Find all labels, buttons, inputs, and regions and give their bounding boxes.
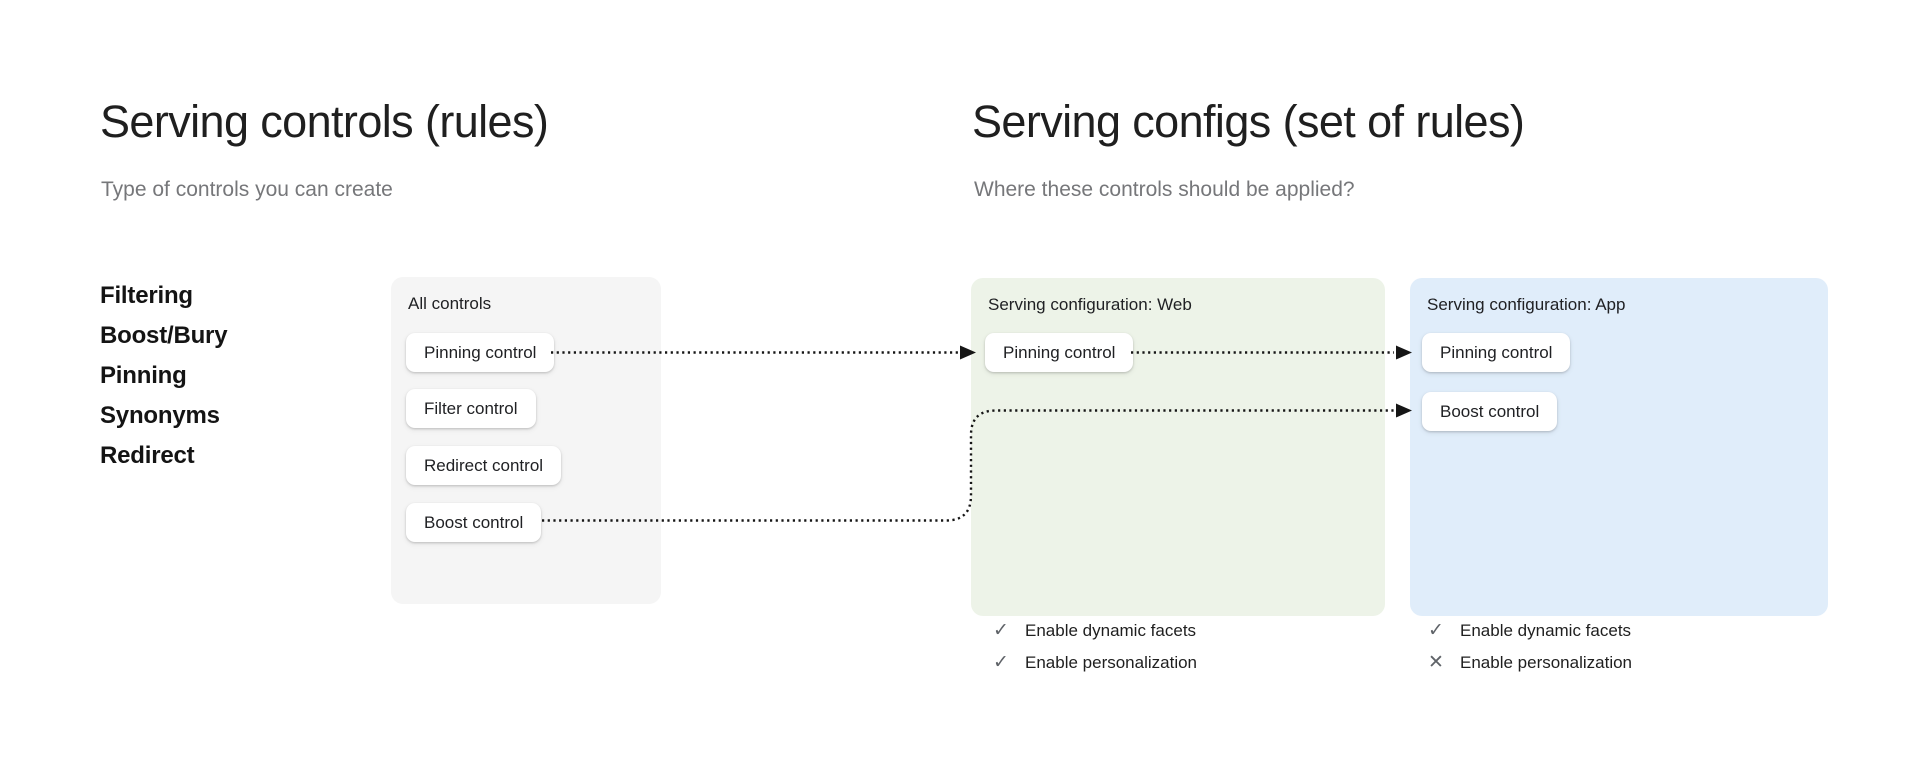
check-icon: ✓ (993, 652, 1009, 673)
left-subtitle: Type of controls you can create (101, 178, 393, 201)
cross-icon: ✕ (1428, 652, 1444, 673)
pill-filter-control: Filter control (406, 389, 536, 428)
check-icon: ✓ (993, 620, 1009, 641)
control-type-filtering: Filtering (100, 282, 193, 309)
feature-row: ✓ Enable dynamic facets (1426, 620, 1632, 642)
feature-label: Enable personalization (1025, 653, 1198, 672)
right-title: Serving configs (set of rules) (972, 96, 1525, 147)
feature-label: Enable dynamic facets (1025, 621, 1197, 640)
left-title: Serving controls (rules) (100, 96, 549, 147)
feature-label: Enable personalization (1460, 653, 1633, 672)
app-card-label: Serving configuration: App (1427, 295, 1626, 314)
all-controls-card: All controls Pinning control Filter cont… (391, 277, 661, 604)
app-pill-boost-control: Boost control (1422, 392, 1558, 431)
app-feature-list: ✓ Enable dynamic facets ✕ Enable persona… (1426, 620, 1632, 684)
serving-config-web-card: Serving configuration: Web Pinning contr… (971, 278, 1385, 616)
feature-row: ✓ Enable dynamic facets (991, 620, 1197, 642)
right-subtitle: Where these controls should be applied? (974, 178, 1355, 201)
web-pill-pinning-control: Pinning control (985, 333, 1134, 372)
web-feature-list: ✓ Enable dynamic facets ✓ Enable persona… (991, 620, 1197, 684)
control-type-synonyms: Synonyms (100, 402, 220, 429)
pill-pinning-control: Pinning control (406, 333, 555, 372)
pill-redirect-control: Redirect control (406, 446, 562, 485)
control-type-redirect: Redirect (100, 442, 195, 469)
control-type-boost-bury: Boost/Bury (100, 322, 228, 349)
feature-label: Enable dynamic facets (1460, 621, 1632, 640)
pill-boost-control: Boost control (406, 503, 542, 542)
feature-row: ✓ Enable personalization (991, 652, 1197, 674)
web-card-label: Serving configuration: Web (988, 295, 1192, 314)
check-icon: ✓ (1428, 620, 1444, 641)
control-types-list: Filtering Boost/Bury Pinning Synonyms Re… (100, 276, 228, 476)
control-type-pinning: Pinning (100, 362, 187, 389)
feature-row: ✕ Enable personalization (1426, 652, 1632, 674)
app-pill-pinning-control: Pinning control (1422, 333, 1571, 372)
serving-config-app-card: Serving configuration: App Pinning contr… (1410, 278, 1828, 616)
all-controls-card-label: All controls (408, 294, 492, 313)
